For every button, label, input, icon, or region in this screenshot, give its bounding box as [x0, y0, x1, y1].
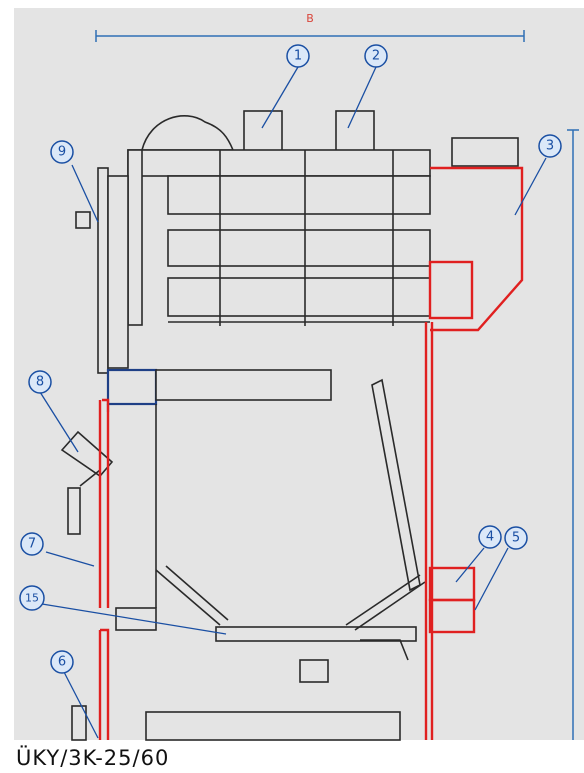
width-dimension-label: B [306, 12, 314, 25]
callout-2: 2 [364, 44, 388, 68]
upper-door [75, 167, 129, 374]
callout-9: 9 [50, 140, 74, 164]
model-caption: ÜKY/3K-25/60 [16, 746, 170, 770]
svg-text:2: 2 [372, 49, 380, 64]
callout-6: 6 [50, 650, 74, 674]
svg-text:3: 3 [546, 139, 554, 154]
heat-exchanger [127, 149, 431, 326]
svg-text:8: 8 [36, 375, 44, 390]
callout-5: 5 [504, 526, 528, 550]
callout-3: 3 [538, 134, 562, 158]
svg-text:6: 6 [58, 655, 66, 670]
callout-15: 15 [19, 585, 45, 611]
insulation-outline [98, 166, 524, 740]
callout-8: 8 [28, 370, 52, 394]
width-dimension-line [95, 30, 525, 42]
svg-text:5: 5 [512, 531, 520, 546]
ash-door [67, 487, 401, 741]
svg-text:15: 15 [25, 592, 39, 605]
svg-text:1: 1 [294, 49, 302, 64]
baffle-plate [155, 369, 332, 401]
callout-4: 4 [478, 525, 502, 549]
svg-text:4: 4 [486, 530, 494, 545]
svg-text:7: 7 [28, 537, 36, 552]
callout-7: 7 [20, 532, 44, 556]
callout-leaders [39, 66, 547, 739]
top-structure [140, 110, 519, 167]
height-dimension-line [567, 129, 579, 740]
svg-text:9: 9 [58, 145, 66, 160]
callout-1: 1 [286, 44, 310, 68]
